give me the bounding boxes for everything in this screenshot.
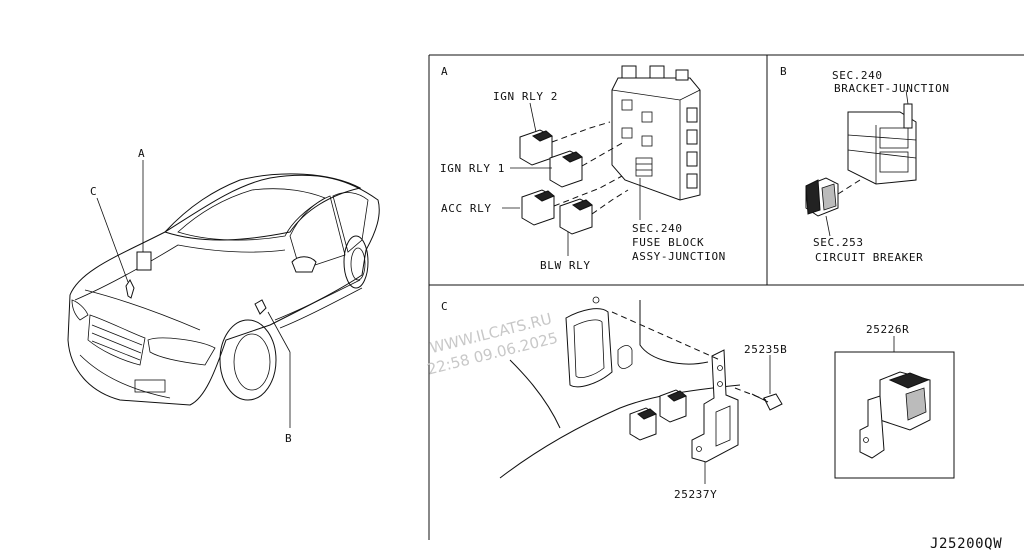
- panel-a: A: [440, 65, 726, 272]
- panel-b-letter: B: [780, 65, 787, 78]
- label-sec-240-fuse: SEC.240: [632, 222, 683, 235]
- relay-ign-2: [519, 129, 553, 166]
- callout-b: B: [285, 432, 292, 445]
- label-fuse-block: FUSE BLOCK: [632, 236, 704, 249]
- label-acc-rly: ACC RLY: [441, 202, 492, 215]
- label-sec-253: SEC.253: [813, 236, 864, 249]
- panel-c-letter: C: [441, 300, 448, 313]
- diagram-code: J25200QW: [930, 536, 1002, 552]
- relay-ign-1: [549, 150, 583, 188]
- label-circuit-breaker: CIRCUIT BREAKER: [815, 251, 923, 264]
- relay-blw: [559, 198, 593, 235]
- panel-frames: [428, 54, 1024, 540]
- circuit-breaker: [805, 177, 839, 217]
- label-assy-junction: ASSY-JUNCTION: [632, 250, 726, 263]
- relay-upper-c: [659, 389, 687, 423]
- vehicle-illustration: [67, 173, 380, 406]
- fuse-block-assy: [611, 65, 701, 201]
- label-25237y: 25237Y: [674, 488, 717, 501]
- callout-c: C: [90, 185, 97, 198]
- callout-a: A: [138, 147, 145, 160]
- label-blw-rly: BLW RLY: [540, 259, 591, 272]
- label-25226r: 25226R: [866, 323, 909, 336]
- vehicle-callouts: A C B: [90, 147, 292, 445]
- bracket-junction: [847, 89, 917, 185]
- panel-a-letter: A: [441, 65, 448, 78]
- relay-acc: [521, 189, 555, 226]
- panel-b: B SEC.240 BRACKET-JUNCTION SEC.253 CIRCU…: [780, 65, 950, 264]
- label-sec-240-bracket: SEC.240: [832, 69, 883, 82]
- label-ign-rly-2: IGN RLY 2: [493, 90, 558, 103]
- bracket-25237y: [691, 349, 739, 463]
- label-bracket-junction: BRACKET-JUNCTION: [834, 82, 950, 95]
- inset-25226r: [834, 351, 955, 479]
- panel-c: C: [441, 296, 955, 501]
- label-ign-rly-1: IGN RLY 1: [440, 162, 505, 175]
- watermark: WWW.ILCATS.RU 22:58 09.06.2025: [425, 310, 559, 379]
- part-25226r: [859, 371, 931, 459]
- relay-lower-c: [629, 407, 657, 441]
- label-25235b: 25235B: [744, 343, 787, 356]
